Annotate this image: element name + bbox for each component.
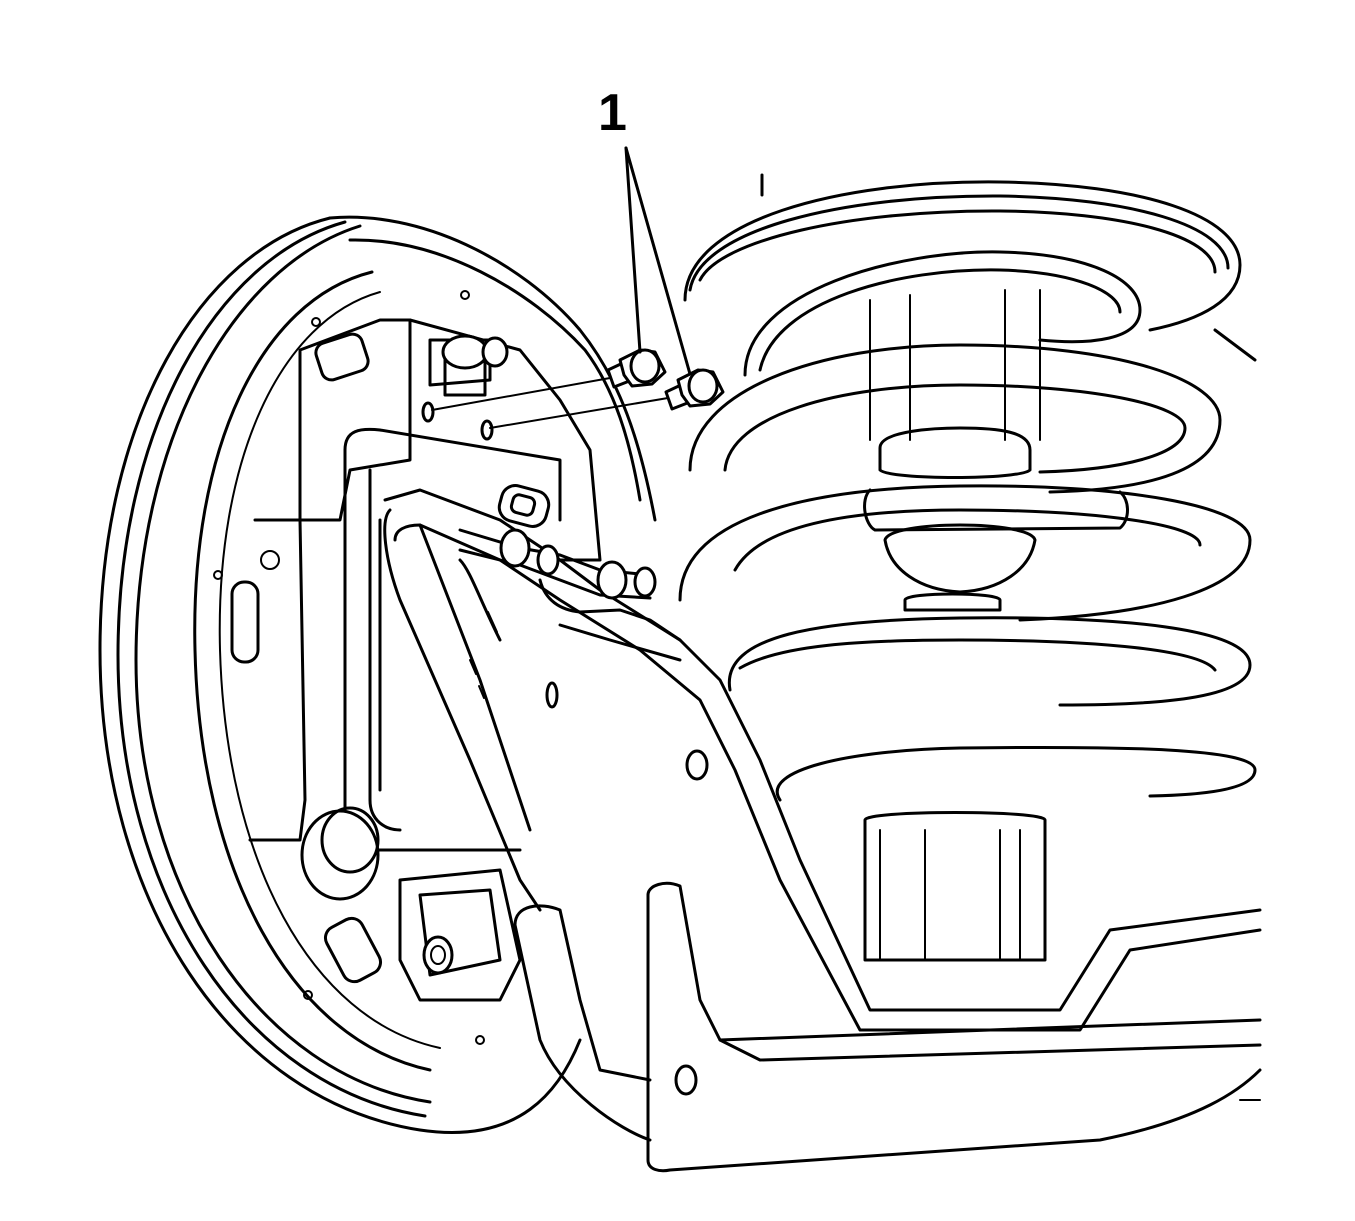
- brake-backing-plate: [98, 215, 657, 1134]
- brake-line: [458, 484, 682, 662]
- hub-assembly: [300, 318, 602, 1002]
- callout-1: 1: [598, 84, 692, 376]
- bolt-holes: [421, 377, 669, 441]
- bolt-lower: [664, 368, 725, 411]
- bolt-upper: [606, 348, 667, 389]
- coil-spring: [678, 173, 1257, 962]
- axle-beam: [383, 488, 1262, 1173]
- bolts: [606, 348, 725, 411]
- callout-label-1: 1: [598, 84, 627, 142]
